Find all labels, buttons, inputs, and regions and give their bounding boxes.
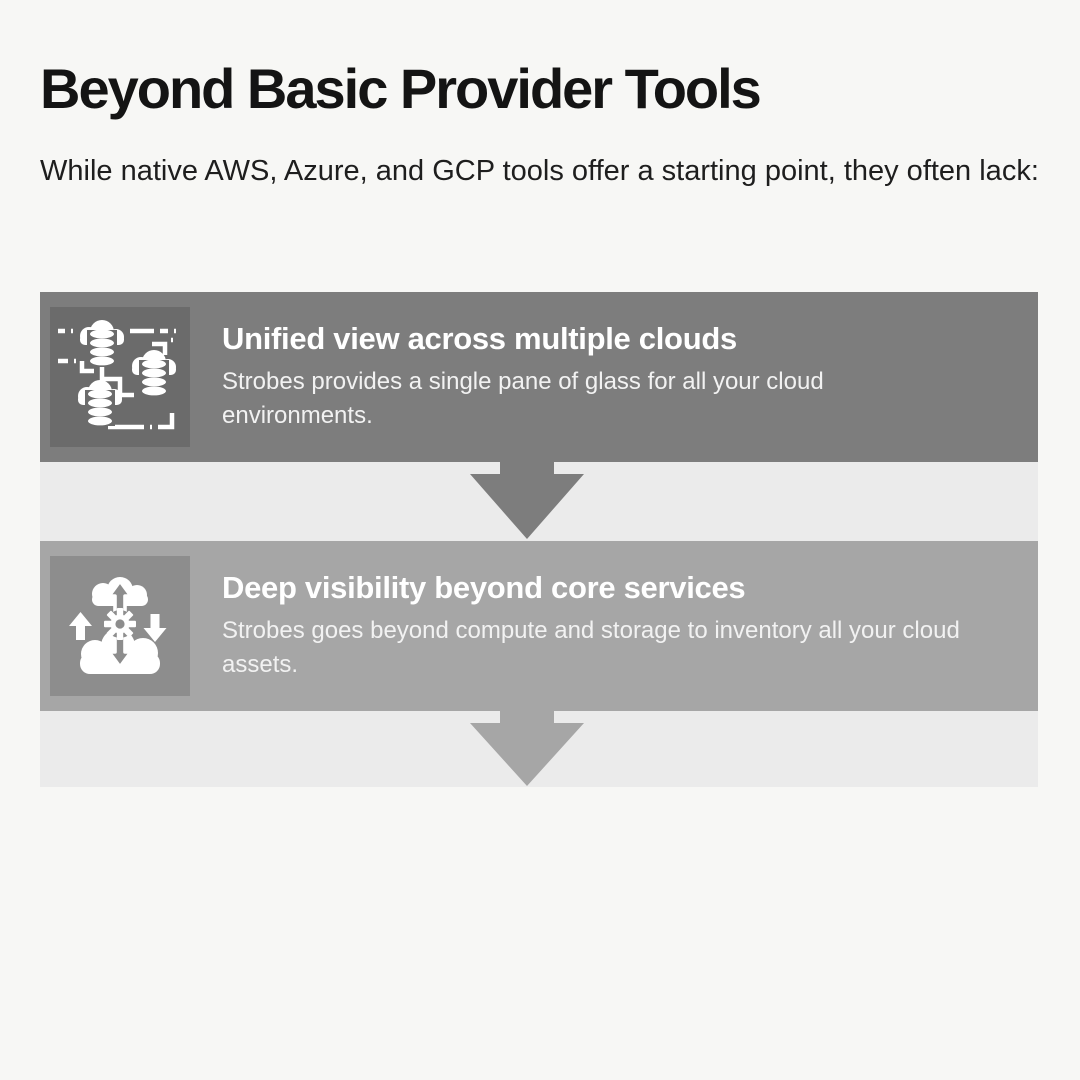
- page-title: Beyond Basic Provider Tools: [40, 57, 762, 120]
- card-title: Deep visibility beyond core services: [222, 570, 746, 606]
- cloud-data-transfer-icon: [50, 556, 190, 696]
- card-text-block: Deep visibility beyond core services Str…: [222, 541, 972, 711]
- card-unified-view: Unified view across multiple clouds Stro…: [40, 292, 1038, 462]
- card-deep-visibility: Deep visibility beyond core services Str…: [40, 541, 1038, 711]
- card-description: Strobes goes beyond compute and storage …: [222, 616, 960, 678]
- page-intro: While native AWS, Azure, and GCP tools o…: [40, 155, 1039, 187]
- down-arrow-icon: [470, 711, 584, 786]
- card-description: Strobes provides a single pane of glass …: [222, 367, 824, 429]
- card-title: Unified view across multiple clouds: [222, 321, 737, 357]
- connector-strip: [40, 462, 1038, 541]
- card-text-block: Unified view across multiple clouds Stro…: [222, 292, 972, 462]
- down-arrow-icon: [470, 462, 584, 539]
- connector-strip: [40, 711, 1038, 787]
- multi-cloud-network-icon: [50, 307, 190, 447]
